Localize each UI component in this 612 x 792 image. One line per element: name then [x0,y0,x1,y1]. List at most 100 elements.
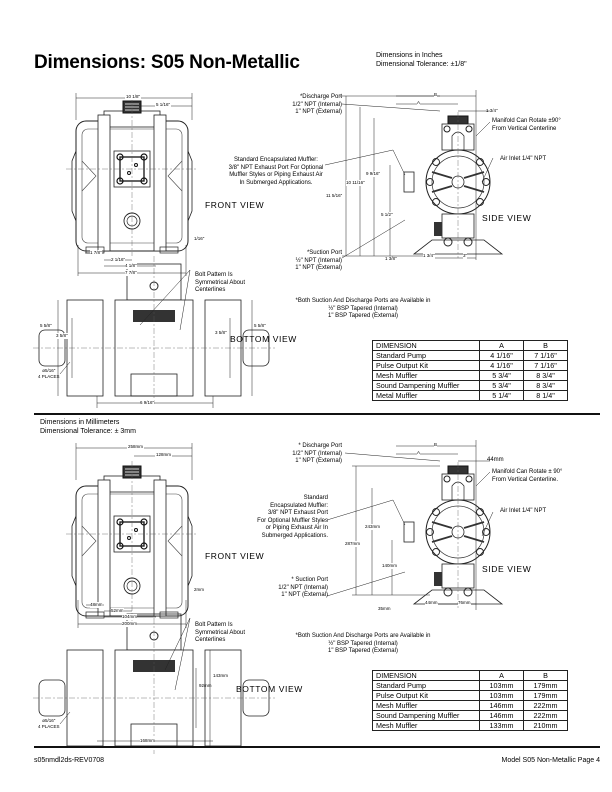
table-cell: 7 1/16" [523,360,568,371]
footer-doc-id: s05nmdl2ds-REV0708 [34,757,105,764]
table-header: DIMENSION [372,670,480,681]
dim-base1: 1 3/4" [423,253,435,259]
side-view-drawing-metric [403,461,503,609]
callout-line: Bolt Pattern Is [195,272,233,278]
table-cell: 4 1/16" [479,350,524,361]
units-note-metric: Dimensions in Millimeters Dimensional To… [40,419,136,436]
callout-line: Muffler Styles or Piping Exhaust Air [229,172,323,178]
section-divider [34,413,600,415]
dim-half-width: 128mm [155,452,173,458]
callout-line: 1" NPT (External) [295,265,342,271]
bottom-view-label: BOTTOM VIEW [230,334,297,344]
callout-line: 1/2" NPT (Internal) [292,450,342,457]
table-cell: Metal Muffler [372,390,480,401]
bsp-note: *Both Suction And Discharge Ports are Av… [288,298,438,321]
front-view-drawing-inches [65,95,199,257]
dim-bottom-outer: 143mm [213,673,229,678]
table-header: B [523,340,568,351]
callout-line: 1/2" NPT (Internal) [278,584,328,591]
callout-line: In Submerged Applications. [239,179,313,186]
table-cell: Standard Pump [372,680,480,691]
dim-overall-width: 258mm [127,444,145,450]
table-cell: 8 3/4" [523,380,568,391]
dim-bottom-width: 6 9/16" [140,400,155,406]
dim-d2: 2 1/16" [111,257,126,263]
dim-base2: 3" [463,253,468,259]
table-cell: Pulse Output Kit [372,690,480,701]
callout-line: Bolt Pattern Is [195,622,233,628]
table-cell: 103mm [479,680,524,691]
callout-line: Symmetrical About [195,279,246,286]
callout-line: 1" NPT (External) [295,458,342,464]
dim-h4: 140mm [382,563,398,569]
dim-h2: 243mm [365,524,381,530]
callout-line: Submerged Applications. [261,532,328,539]
dim-top: 1 3/4" [486,108,498,113]
dim-bottom-inner: 3 5/8" [56,333,68,339]
front-view-drawing-metric [65,460,199,622]
discharge-callout: * Discharge Port 1/2" NPT (Internal) 1" … [280,443,342,466]
callout-line: 1/2" NPT (Internal) [292,101,342,108]
dim-d2: 52mm [111,608,124,614]
note-line: *Both Suction And Discharge Ports are Av… [295,298,431,304]
dim-d4: 7 7/8" [125,270,137,276]
table-cell: 146mm [479,700,524,711]
footer-page-label: Model S05 Non-Metallic Page 4 [501,757,600,764]
front-view-label: FRONT VIEW [205,200,265,210]
table-cell: 5 3/4" [479,370,524,381]
callout-line: 1" NPT (External) [281,592,328,598]
dim-base1: 44mm [425,600,438,606]
dim-foot: 2mm [194,587,204,592]
dim-a: A [417,450,421,456]
air-inlet-callout: Air Inlet 1/4" NPT [500,508,547,514]
callout-line: ø5/16" [42,718,56,723]
units-line: Dimensions in Inches [376,52,443,59]
dim-d1: 1 7/8" [90,250,102,256]
table-cell: Sound Dampening Muffler [372,710,480,721]
table-cell: 8 3/4" [523,370,568,381]
table-cell: 210mm [523,720,568,731]
callout-line: Standard [303,495,328,501]
table-cell: 222mm [523,700,568,711]
table-cell: Sound Dampening Muffler [372,380,480,391]
dim-h1: 287mm [345,541,361,547]
dim-h4: 5 1/2" [381,212,393,218]
callout-line: 3/8" NPT Exhaust Port [267,510,328,516]
bsp-note: *Both Suction And Discharge Ports are Av… [288,633,438,656]
table-header-row: DIMENSION A B [372,340,568,351]
air-inlet-callout: Air Inlet 1/4" NPT [500,156,547,162]
dim-bottom-outer: 5 5/8" [40,323,52,328]
callout-line: From Vertical Centerline [492,125,557,132]
muffler-callout: Standard Encapsulated Muffler: 3/8" NPT … [224,157,328,187]
dim-d4: 200mm [122,621,138,627]
holes-callout: ø5/16" 4 PLACES [38,368,60,379]
bolt-pattern-callout: Bolt Pattern Is Symmetrical About Center… [195,272,245,295]
manifold-callout: Manifold Can Rotate ±90° From Vertical C… [492,118,561,133]
dim-h5: 1 3/8" [385,256,397,261]
callout-line: 4 PLACES [38,373,60,379]
table-cell: 179mm [523,680,568,691]
table-cell: 222mm [523,710,568,721]
units-line: Dimensions in Millimeters [40,419,120,426]
dim-h2: 10 11/16" [346,180,365,186]
holes-callout: ø5/16" 4 PLACES [38,718,60,729]
callout-line: *Suction Port [306,250,342,256]
bottom-view-label: BOTTOM VIEW [236,684,303,694]
table-header-row: DIMENSION A B [372,670,568,681]
table-header: DIMENSION [372,340,480,351]
table-cell: 7 1/16" [523,350,568,361]
tolerance-line: Dimensional Tolerance: ± 3mm [40,427,136,435]
dim-d3: 4 1/8" [125,263,137,269]
callout-line: 4 PLACES [38,723,60,729]
table-cell: 5 3/4" [479,380,524,391]
muffler-callout: Standard Encapsulated Muffler: 3/8" NPT … [236,495,328,540]
dim-h3: 9 9/16" [366,171,381,177]
table-cell: Mesh Muffler [372,370,480,381]
